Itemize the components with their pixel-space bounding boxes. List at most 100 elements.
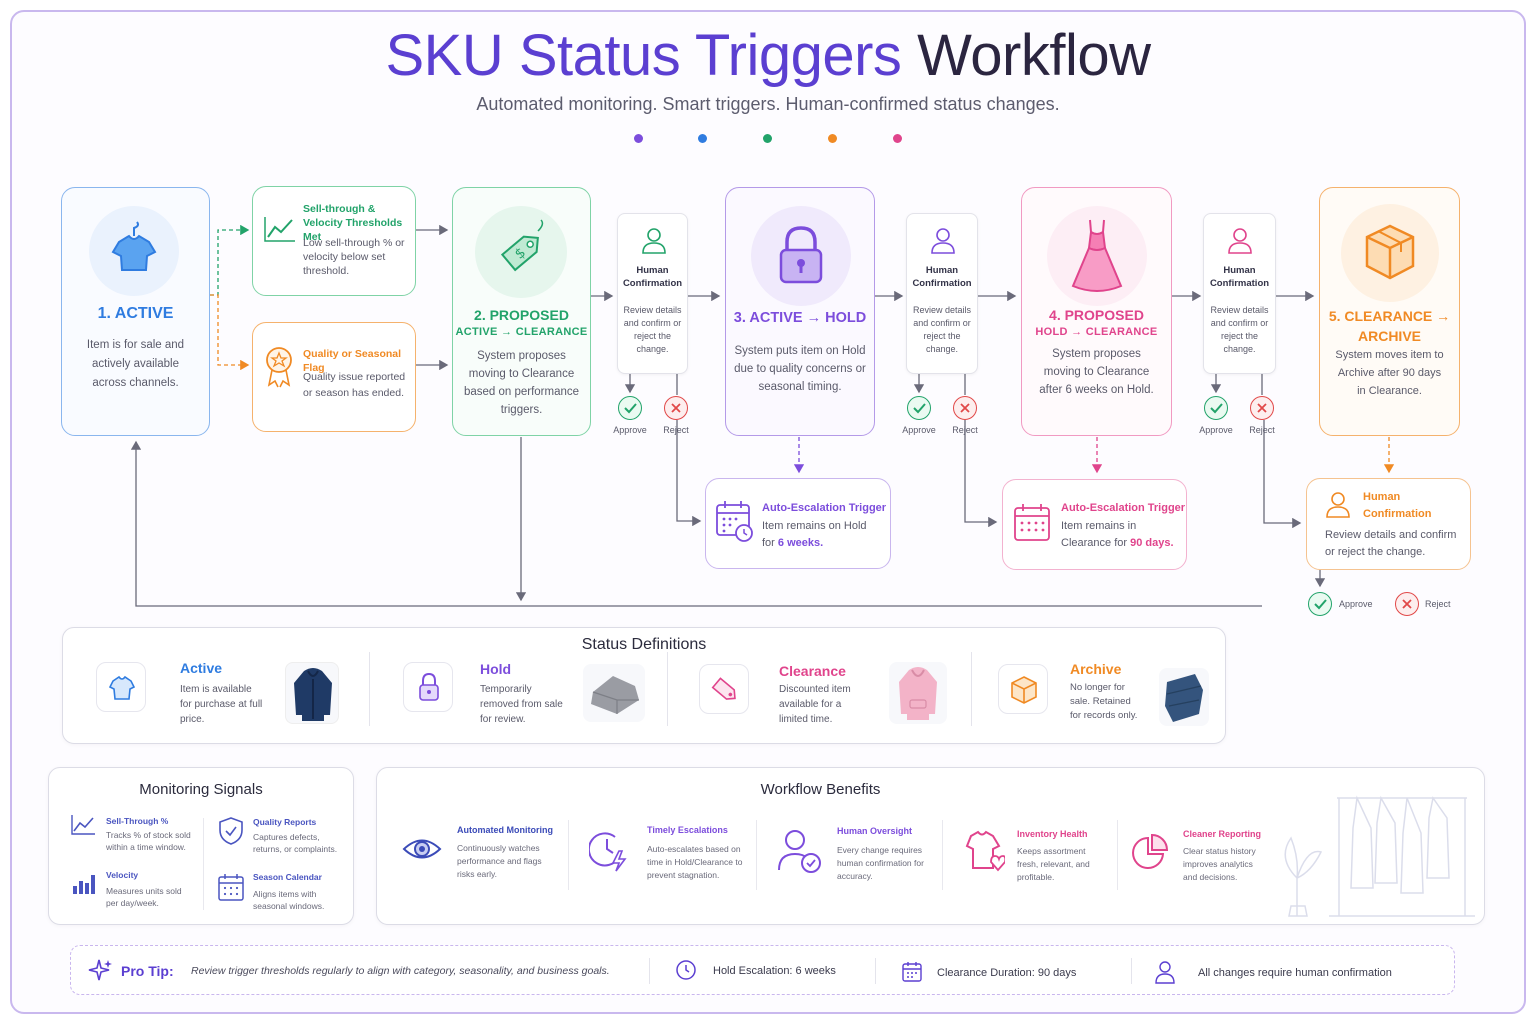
hold-escalation-note: Hold Escalation: 6 weeks bbox=[713, 965, 836, 977]
benefit-cleaner-reporting-name: Cleaner Reporting bbox=[1183, 829, 1262, 839]
tag-icon bbox=[699, 664, 749, 714]
escalation-clearance-card[interactable]: Auto-Escalation Trigger Item remains in … bbox=[1002, 479, 1187, 570]
person-icon bbox=[1325, 490, 1351, 523]
pink-hoodie-image bbox=[889, 662, 947, 724]
pro-tip-bar: Pro Tip: Review trigger thresholds regul… bbox=[70, 945, 1455, 995]
approve-label-2: Approve bbox=[902, 425, 936, 435]
trigger-quality-card[interactable]: Quality or Seasonal Flag Quality issue r… bbox=[252, 322, 416, 432]
stage-proposed-hold-clearance-desc: System proposes moving to Clearance afte… bbox=[1039, 348, 1154, 396]
stage-hold-title: 3. ACTIVE → HOLD bbox=[733, 310, 867, 326]
escalation-clearance-desc: Item remains in Clearance for 90 days. bbox=[1061, 520, 1174, 549]
pro-tip-label: Pro Tip: bbox=[121, 963, 174, 979]
reject-button-final[interactable] bbox=[1395, 592, 1419, 616]
monitoring-velocity-name: Velocity bbox=[106, 870, 139, 880]
benefit-timely-escalations-desc: Auto-escalates based on time in Hold/Cle… bbox=[647, 844, 743, 880]
stage-proposed-clearance-card[interactable]: $ 2. PROPOSED ACTIVE → CLEARANCE System … bbox=[452, 187, 591, 436]
definition-active-name: Active bbox=[180, 660, 223, 676]
benefit-inventory-health-desc: Keeps assortment fresh, relevant, and pr… bbox=[1017, 846, 1090, 882]
stage-proposed-clearance-sub: ACTIVE → CLEARANCE bbox=[455, 326, 588, 338]
approve-button-1[interactable] bbox=[618, 396, 642, 420]
clearance-duration-note: Clearance Duration: 90 days bbox=[937, 967, 1077, 979]
reject-label-3: Reject bbox=[1249, 425, 1275, 435]
trigger-sell-through-desc: Low sell-through % or velocity below set… bbox=[303, 237, 405, 277]
stage-archive-desc: System moves item to Archive after 90 da… bbox=[1335, 349, 1444, 397]
monitoring-season-desc: Aligns items with seasonal windows. bbox=[253, 889, 325, 911]
clock-lightning-icon bbox=[587, 829, 629, 878]
workflow-benefits-title: Workflow Benefits bbox=[760, 781, 881, 798]
definition-archive-desc: No longer for sale. Retained for records… bbox=[1070, 682, 1138, 721]
trigger-quality-title: Quality or Seasonal Flag bbox=[303, 348, 402, 374]
benefit-human-oversight-name: Human Oversight bbox=[837, 826, 913, 836]
reject-button-2[interactable] bbox=[953, 396, 977, 420]
final-human-confirmation-desc: Review details and confirm or reject the… bbox=[1325, 529, 1457, 558]
calendar-clock-icon bbox=[715, 499, 755, 548]
human-confirmation-desc: Review details and confirm or reject the… bbox=[1210, 305, 1269, 354]
sweater-image bbox=[583, 664, 645, 722]
hoodie-image bbox=[285, 662, 339, 724]
monitoring-quality-desc: Captures defects, returns, or complaints… bbox=[253, 832, 338, 854]
calendar-icon bbox=[217, 872, 245, 907]
monitoring-quality-name: Quality Reports bbox=[253, 817, 317, 827]
stage-proposed-clearance-desc: System proposes moving to Clearance base… bbox=[463, 350, 580, 416]
jeans-image bbox=[1159, 668, 1209, 726]
tshirt-icon bbox=[89, 206, 179, 296]
human-confirmation-card-1[interactable]: Human Confirmation Review details and co… bbox=[617, 213, 688, 374]
definition-clearance-name: Clearance bbox=[779, 663, 846, 679]
escalation-hold-card[interactable]: Auto-Escalation Trigger Item remains on … bbox=[705, 478, 891, 569]
dress-icon bbox=[1047, 206, 1147, 306]
benefit-automated-monitoring-desc: Continuously watches performance and fla… bbox=[457, 843, 542, 879]
box-icon bbox=[1341, 204, 1439, 302]
pie-chart-icon bbox=[1131, 833, 1169, 877]
status-definitions-panel: Status Definitions Active Item is availa… bbox=[62, 627, 1226, 744]
eye-icon bbox=[402, 834, 442, 869]
final-human-confirmation-card[interactable]: Human Confirmation Review details and co… bbox=[1306, 478, 1471, 570]
benefit-automated-monitoring-name: Automated Monitoring bbox=[457, 825, 553, 835]
approve-label-final: Approve bbox=[1339, 599, 1373, 609]
stage-hold-card[interactable]: 3. ACTIVE → HOLD System puts item on Hol… bbox=[725, 187, 875, 436]
human-confirmation-note: All changes require human confirmation bbox=[1198, 967, 1392, 979]
person-icon bbox=[1154, 960, 1176, 989]
clock-icon bbox=[675, 959, 697, 986]
approve-label-3: Approve bbox=[1199, 425, 1233, 435]
stage-proposed-hold-clearance-title: 4. PROPOSED bbox=[1049, 307, 1144, 323]
approve-button-final[interactable] bbox=[1308, 592, 1332, 616]
reject-button-1[interactable] bbox=[664, 396, 688, 420]
stage-proposed-hold-clearance-card[interactable]: 4. PROPOSED HOLD → CLEARANCE System prop… bbox=[1021, 187, 1172, 436]
stage-active-card[interactable]: 1. ACTIVE Item is for sale and actively … bbox=[61, 187, 210, 436]
price-tag-icon: $ bbox=[475, 206, 567, 298]
human-confirmation-card-3[interactable]: Human Confirmation Review details and co… bbox=[1203, 213, 1276, 374]
monitoring-season-name: Season Calendar bbox=[253, 872, 322, 882]
human-confirmation-title: Human Confirmation bbox=[1209, 265, 1270, 289]
shirt-heart-icon bbox=[961, 828, 1007, 879]
reject-button-3[interactable] bbox=[1250, 396, 1274, 420]
definition-active-desc: Item is available for purchase at full p… bbox=[180, 684, 263, 725]
benefit-timely-escalations-name: Timely Escalations bbox=[647, 825, 728, 835]
stage-archive-title: 5. CLEARANCE → bbox=[1328, 308, 1451, 324]
monitoring-velocity-desc: Measures units sold per day/week. bbox=[106, 886, 182, 908]
reject-label-final: Reject bbox=[1425, 599, 1451, 609]
clothing-rack-illustration bbox=[1277, 788, 1477, 923]
stage-archive-title-2: ARCHIVE bbox=[1357, 328, 1421, 344]
page-subtitle: Automated monitoring. Smart triggers. Hu… bbox=[476, 94, 1060, 114]
benefit-human-oversight-desc: Every change requires human confirmation… bbox=[837, 845, 924, 881]
stage-proposed-clearance-title: 2. PROPOSED bbox=[474, 307, 569, 323]
status-definitions-title: Status Definitions bbox=[581, 636, 707, 653]
human-confirmation-card-2[interactable]: Human Confirmation Review details and co… bbox=[906, 213, 978, 374]
reject-label-1: Reject bbox=[663, 425, 689, 435]
stage-archive-card[interactable]: 5. CLEARANCE → ARCHIVE System moves item… bbox=[1319, 187, 1460, 436]
human-confirmation-desc: Review details and confirm or reject the… bbox=[912, 305, 972, 354]
trend-chart-icon bbox=[70, 814, 96, 841]
approve-button-3[interactable] bbox=[1204, 396, 1228, 420]
stage-proposed-hold-clearance-sub: HOLD → CLEARANCE bbox=[1035, 326, 1158, 338]
human-confirmation-desc: Review details and confirm or reject the… bbox=[623, 305, 682, 354]
approve-button-2[interactable] bbox=[907, 396, 931, 420]
monitoring-sell-through-name: Sell-Through % bbox=[106, 816, 169, 826]
definition-archive-name: Archive bbox=[1070, 661, 1122, 677]
stage-active-title: 1. ACTIVE bbox=[97, 305, 174, 322]
sparkle-icon bbox=[87, 958, 113, 989]
calendar-icon bbox=[1013, 502, 1051, 547]
trigger-sell-through-card[interactable]: Sell-through & Velocity Thresholds Met L… bbox=[252, 186, 416, 296]
human-confirmation-title: Human Confirmation bbox=[622, 265, 683, 289]
decorative-dots bbox=[630, 134, 910, 146]
